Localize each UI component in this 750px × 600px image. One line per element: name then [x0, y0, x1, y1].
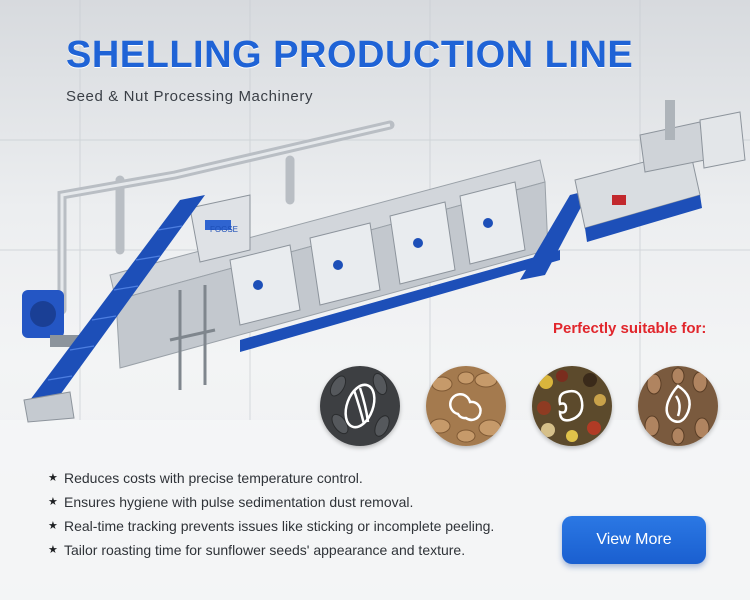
benefit-text: Ensures hygiene with pulse sedimentation…	[64, 494, 414, 510]
food-icons-row	[320, 366, 720, 456]
sunflower-seed-icon	[320, 366, 400, 446]
bean-icon	[532, 366, 612, 446]
page-subtitle: Seed & Nut Processing Machinery	[66, 88, 314, 105]
shelling-machine-illustration: FOGSE	[22, 100, 746, 423]
star-bullet-icon: ★	[48, 520, 58, 532]
star-bullet-icon: ★	[48, 472, 58, 484]
machine-frame	[109, 159, 560, 369]
page-title: SHELLING PRODUCTION LINE	[66, 34, 634, 76]
benefit-text: Reduces costs with precise temperature c…	[64, 470, 363, 486]
star-bullet-icon: ★	[48, 544, 58, 556]
benefit-item: ★ Real-time tracking prevents issues lik…	[48, 514, 494, 538]
incline-conveyor-right	[520, 190, 590, 280]
incline-conveyor-left	[23, 195, 205, 423]
blower	[22, 290, 80, 347]
suitable-for-label: Perfectly suitable for:	[553, 320, 707, 337]
peanut-icon	[426, 366, 506, 446]
benefit-text: Real-time tracking prevents issues like …	[64, 518, 495, 534]
benefit-item: ★ Tailor roasting time for sunflower see…	[48, 538, 494, 562]
benefit-item: ★ Reduces costs with precise temperature…	[48, 466, 494, 490]
benefit-item: ★ Ensures hygiene with pulse sedimentati…	[48, 490, 494, 514]
machine-brand-label: FOGSE	[210, 225, 238, 234]
benefit-text: Tailor roasting time for sunflower seeds…	[64, 542, 466, 558]
benefits-list: ★ Reduces costs with precise temperature…	[48, 466, 494, 562]
almond-icon	[638, 366, 718, 446]
roaster	[574, 100, 746, 242]
view-more-button[interactable]: View More	[562, 516, 706, 564]
star-bullet-icon: ★	[48, 496, 58, 508]
